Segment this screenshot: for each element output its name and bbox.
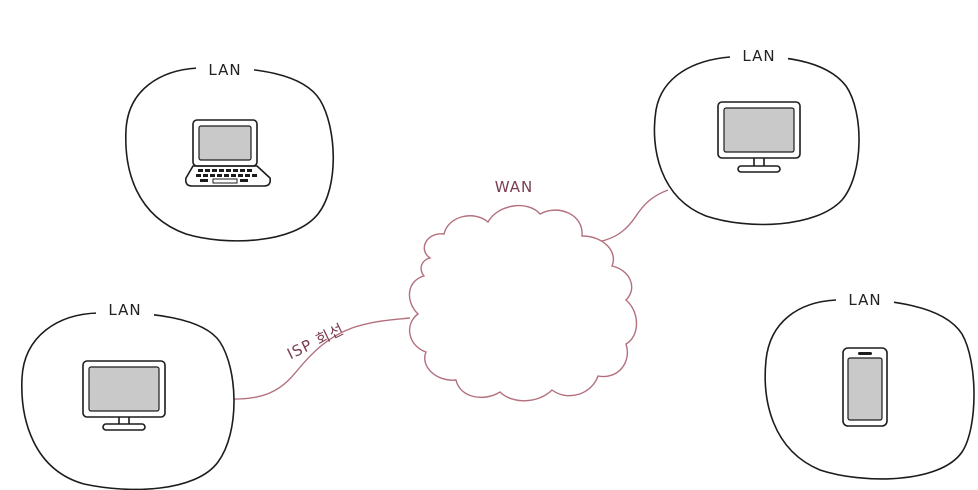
monitor-icon [717,101,801,173]
lan-label: LAN [108,301,141,319]
lan-label: LAN [742,47,775,65]
isp-link-line [227,317,411,400]
smartphone-icon [842,347,888,427]
lan-label: LAN [848,291,881,309]
wan-link-line-top-right [597,189,669,243]
label-gap [730,44,788,66]
label-gap [196,58,254,80]
wan-cloud [408,204,638,402]
lan-label: LAN [208,61,241,79]
isp-link-label: ISP 회선 [284,320,347,363]
label-gap [836,288,894,310]
label-gap [96,298,154,320]
wan-label: WAN [495,178,534,196]
laptop-icon [184,119,272,187]
monitor-icon [82,360,166,431]
